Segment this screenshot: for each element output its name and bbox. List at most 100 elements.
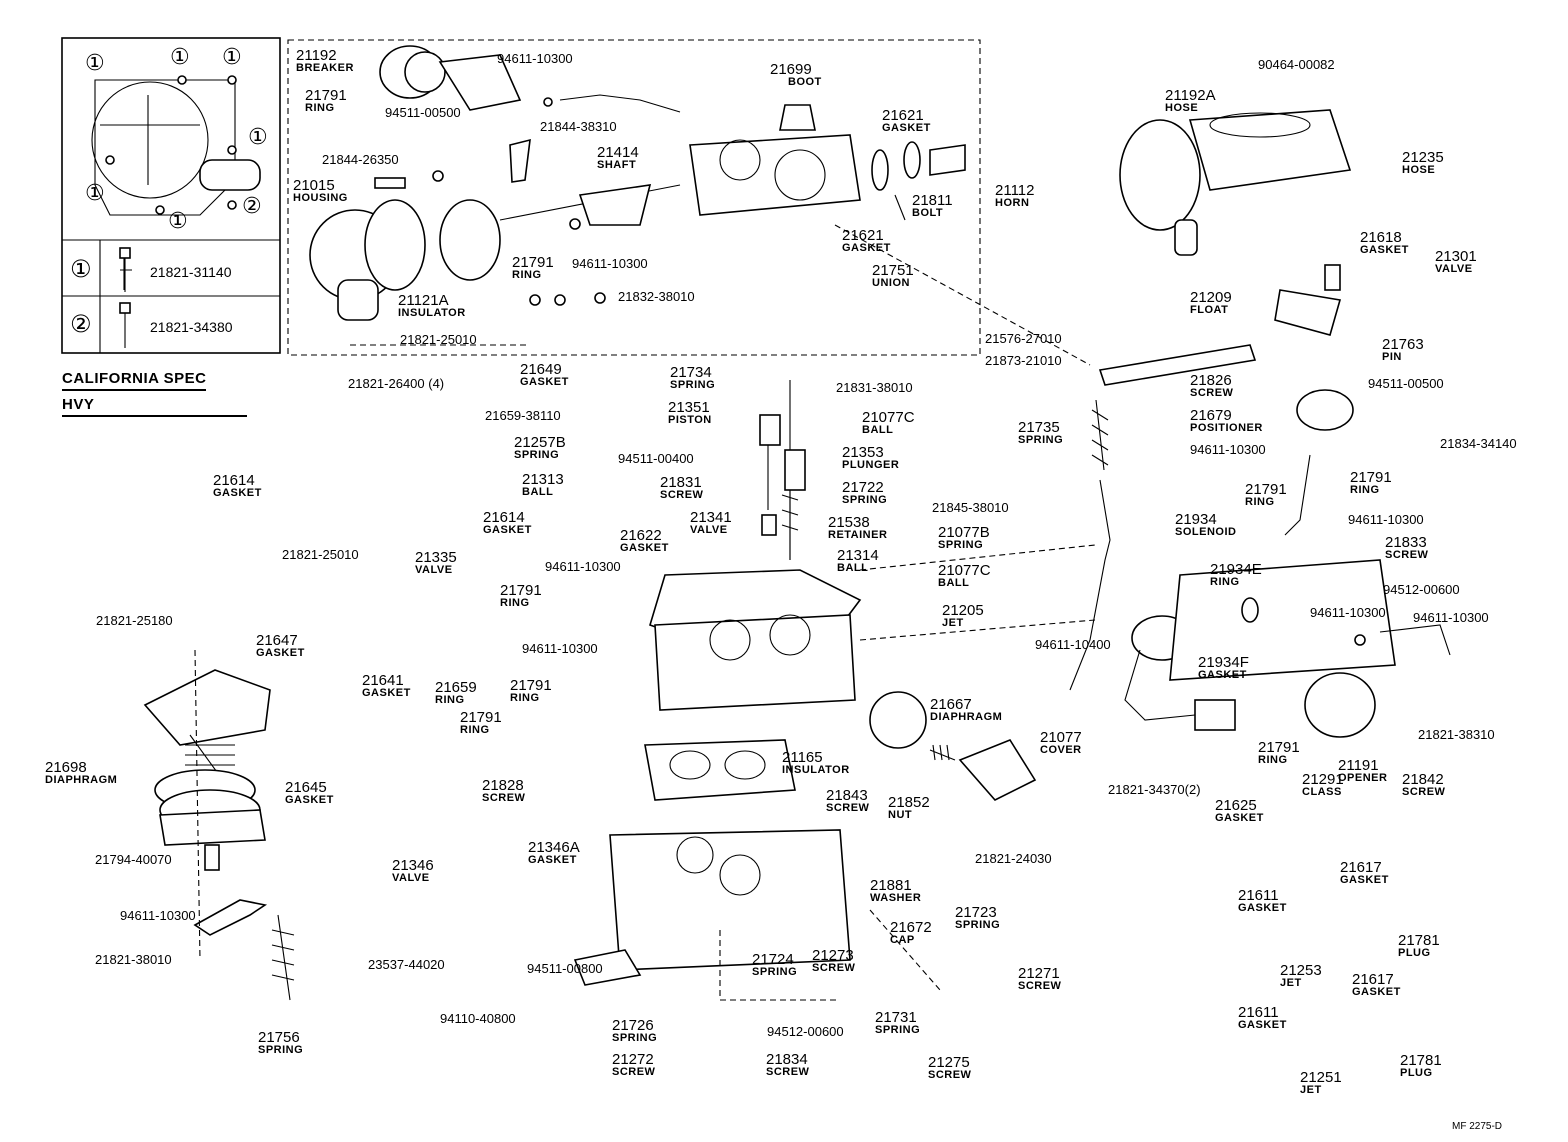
part-number: 21821-25010 (282, 547, 359, 562)
inset-mark-1: ① (85, 50, 105, 75)
part-number: 21821-38010 (95, 952, 172, 967)
part-number: 21821-25180 (96, 613, 173, 628)
part-number: 94611-10300 (572, 256, 648, 271)
part-number: 94511-00800 (527, 961, 603, 976)
part-number: 94611-10300 (1348, 512, 1424, 527)
part-number: 21844-38310 (540, 119, 617, 134)
part-number: 94110-40800 (440, 1011, 516, 1026)
inset-mark-1: ① (222, 44, 242, 69)
part-number: 94611-10300 (497, 51, 573, 66)
inset-legend-part-no: 21821-31140 (150, 264, 232, 280)
part-number: 21844-26350 (322, 152, 399, 167)
part-number: 21873-21010 (985, 353, 1062, 368)
part-number: 21821-25010 (400, 332, 477, 347)
part-number: 21821-38310 (1418, 727, 1495, 742)
part-number: 94511-00500 (385, 105, 461, 120)
part-number: 21845-38010 (932, 500, 1009, 515)
part-number: 94611-10300 (120, 908, 196, 923)
inset-mark-1: ① (85, 180, 105, 205)
part-number: 94611-10300 (1310, 605, 1386, 620)
choke-parts-art (309, 45, 966, 321)
part-number: 94511-00500 (1368, 376, 1444, 391)
inset-legend-mark: ① (70, 256, 92, 283)
part-number: 21659-38110 (485, 408, 561, 423)
inset-box (61, 37, 281, 354)
part-number: 94511-00400 (618, 451, 694, 466)
inset-mark-1: ① (168, 208, 188, 233)
part-number: 94611-10300 (1413, 610, 1489, 625)
left-diaphragm-art (143, 669, 295, 1001)
part-number: 21831-38010 (836, 380, 913, 395)
part-number: 94512-00600 (1383, 582, 1460, 597)
part-number: 21832-38010 (618, 289, 695, 304)
part-number: 94611-10300 (1190, 442, 1266, 457)
diagram-code: MF 2275-D (1452, 1121, 1503, 1132)
part-number: 94611-10300 (545, 559, 621, 574)
part-number: 23537-44020 (368, 957, 445, 972)
part-number: 21821-24030 (975, 851, 1052, 866)
right-upper-art (1069, 109, 1451, 738)
inset-mark-1: ① (170, 44, 190, 69)
part-number: 21576-27010 (985, 331, 1062, 346)
leader-lines (194, 224, 1096, 1001)
part-number: 21821-34370(2) (1108, 782, 1201, 797)
part-number: 94611-10400 (1035, 637, 1111, 652)
part-number: 21821-26400 (4) (348, 376, 445, 391)
